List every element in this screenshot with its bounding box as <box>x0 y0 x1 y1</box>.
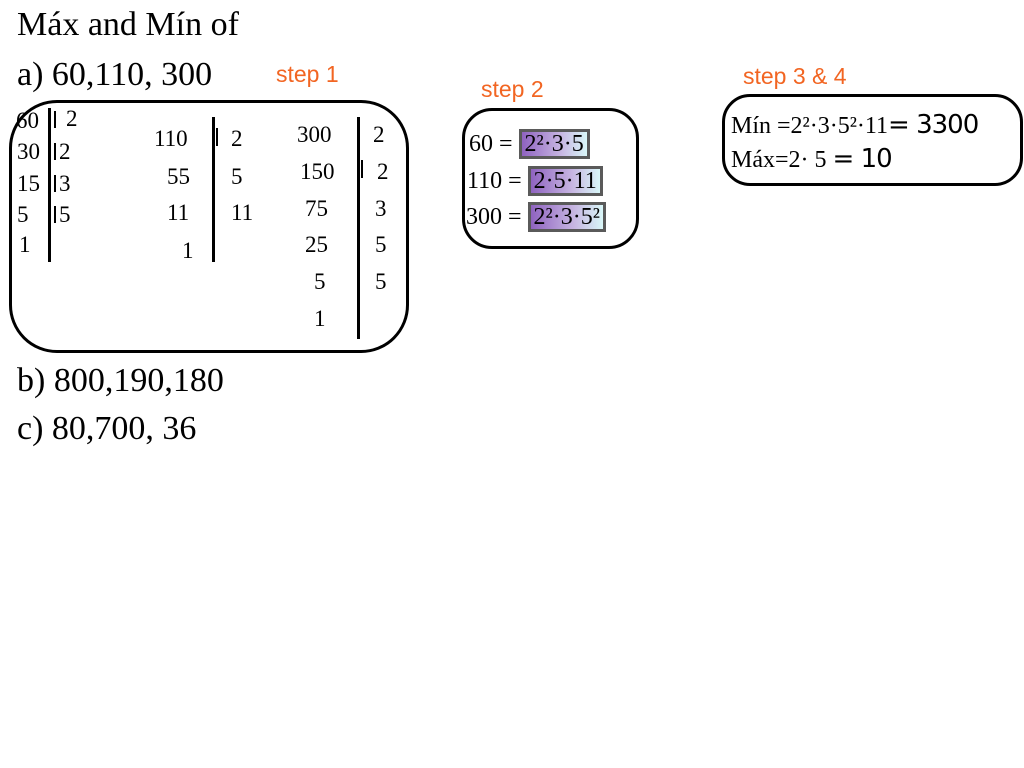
factor-divisor: 5 <box>375 232 387 257</box>
factor-number: 1 <box>314 306 326 331</box>
factor-divisor: 2 <box>66 106 78 131</box>
factor-divisor: 3 <box>375 196 387 221</box>
step-3-4-box <box>722 94 1023 186</box>
factor-divisor: 11 <box>231 200 254 225</box>
tick <box>54 111 56 128</box>
factor-divisor: 5 <box>375 269 387 294</box>
factor-number: 55 <box>167 164 190 189</box>
min-row: Mín =2²·3·5²·11= 3300 <box>731 110 979 140</box>
max-value: = 10 <box>832 144 893 174</box>
tick <box>54 175 56 192</box>
tick <box>361 160 363 178</box>
factor-divisor: 2 <box>377 159 389 184</box>
factorization-row: 60 = 2²·3·5 <box>469 129 590 159</box>
step-2-label: step 2 <box>481 76 544 102</box>
factor-number: 110 <box>154 126 188 151</box>
page-title: Máx and Mín of <box>17 6 239 43</box>
factorization-row: 300 = 2²·3·5² <box>466 202 606 232</box>
factor-number: 1 <box>19 232 31 257</box>
step-3-4-label: step 3 & 4 <box>743 63 847 89</box>
max-label: Máx=2· 5 <box>731 147 827 173</box>
factorization-label: 300 = <box>466 204 522 230</box>
factorization-highlight: 2²·3·5² <box>527 202 606 232</box>
factorization-highlight: 2²·3·5 <box>518 129 590 159</box>
factorization-highlight: 2·5·11 <box>527 166 603 196</box>
factor-number: 30 <box>17 139 40 164</box>
factor-number: 11 <box>167 200 190 225</box>
problem-c: c) 80,700, 36 <box>17 410 197 447</box>
divider-line <box>357 117 360 339</box>
min-label: Mín =2²·3·5²·11 <box>731 113 889 139</box>
factor-number: 1 <box>182 238 194 263</box>
factor-divisor: 3 <box>59 171 71 196</box>
factor-divisor: 2 <box>231 126 243 151</box>
factor-divisor: 2 <box>59 139 71 164</box>
divider-line <box>48 108 51 262</box>
tick <box>216 128 218 146</box>
factorization-label: 110 = <box>467 168 522 194</box>
factor-number: 150 <box>300 159 335 184</box>
problem-b: b) 800,190,180 <box>17 362 224 399</box>
step-2-box <box>462 108 639 249</box>
problem-a: a) 60,110, 300 <box>17 56 213 93</box>
factor-number: 5 <box>314 269 326 294</box>
factor-divisor: 5 <box>59 202 71 227</box>
factor-divisor: 5 <box>231 164 243 189</box>
factorization-label: 60 = <box>469 131 513 157</box>
factor-number: 15 <box>17 171 40 196</box>
factor-number: 5 <box>17 202 29 227</box>
tick <box>54 143 56 160</box>
step-1-box <box>9 100 409 353</box>
factor-number: 75 <box>305 196 328 221</box>
divider-line <box>212 117 215 262</box>
factorization-row: 110 = 2·5·11 <box>467 166 603 196</box>
step-1-label: step 1 <box>276 61 339 87</box>
factor-number: 25 <box>305 232 328 257</box>
factor-number: 300 <box>297 122 332 147</box>
tick <box>54 206 56 223</box>
max-row: Máx=2· 5 = 10 <box>731 144 893 174</box>
min-value: = 3300 <box>888 110 979 140</box>
factor-divisor: 2 <box>373 122 385 147</box>
factor-number: 60 <box>16 108 39 133</box>
